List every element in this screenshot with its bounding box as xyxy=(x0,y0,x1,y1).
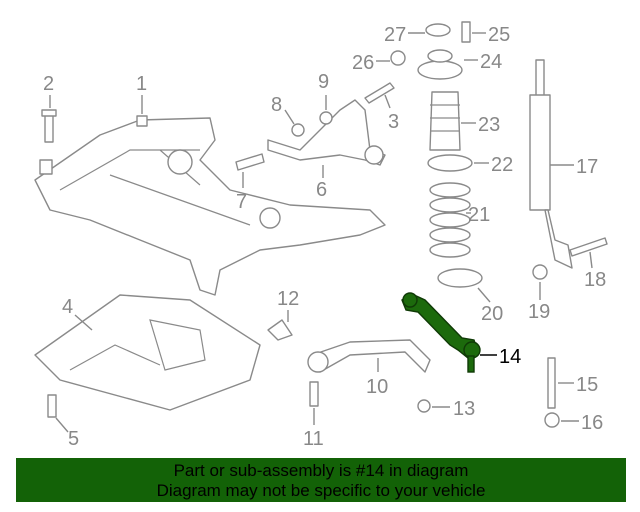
callout-21[interactable]: 21 xyxy=(468,204,490,226)
upper-control-arm-part[interactable] xyxy=(267,99,386,166)
bump-stop-part-23[interactable] xyxy=(429,91,461,151)
callout-18[interactable]: 18 xyxy=(584,269,606,291)
callout-17[interactable]: 17 xyxy=(576,156,598,178)
callout-16[interactable]: 16 xyxy=(581,412,603,434)
bracket-part-12[interactable] xyxy=(267,319,293,341)
callout-15[interactable]: 15 xyxy=(576,374,598,396)
callouts: 1 2 3 4 5 6 7 8 9 10 11 12 13 14 15 16 1… xyxy=(43,24,606,450)
callout-13[interactable]: 13 xyxy=(453,398,475,420)
callout-6[interactable]: 6 xyxy=(316,179,327,201)
callout-11[interactable]: 11 xyxy=(303,428,324,450)
callout-19[interactable]: 19 xyxy=(528,301,550,323)
callout-27[interactable]: 27 xyxy=(384,24,406,46)
bolt-part-3[interactable] xyxy=(364,82,395,104)
callout-8[interactable]: 8 xyxy=(271,94,282,116)
callout-20[interactable]: 20 xyxy=(481,303,503,325)
callout-25[interactable]: 25 xyxy=(488,24,510,46)
mount-part-27[interactable] xyxy=(425,23,451,37)
callout-2[interactable]: 2 xyxy=(43,73,54,95)
spring-seat-part-22[interactable] xyxy=(427,154,473,172)
info-banner: Part or sub-assembly is #14 in diagram D… xyxy=(16,458,626,502)
callout-22[interactable]: 22 xyxy=(491,154,513,176)
nut-part-13[interactable] xyxy=(417,399,431,413)
bolt-part-2[interactable] xyxy=(41,109,57,143)
callout-7[interactable]: 7 xyxy=(236,191,247,213)
top-mount-part-24[interactable] xyxy=(417,49,463,80)
nut-part-19[interactable] xyxy=(532,264,548,280)
subframe-part[interactable] xyxy=(34,115,386,296)
callout-24[interactable]: 24 xyxy=(480,51,502,73)
bolt-part-15[interactable] xyxy=(547,357,556,409)
callout-5[interactable]: 5 xyxy=(68,428,79,450)
callout-14[interactable]: 14 xyxy=(499,346,521,368)
bolt-part-18[interactable] xyxy=(569,237,608,257)
callout-3[interactable]: 3 xyxy=(388,111,399,133)
nut-part-8[interactable] xyxy=(291,123,305,137)
coil-spring-part-21[interactable] xyxy=(429,182,471,258)
callout-12[interactable]: 12 xyxy=(277,288,299,310)
callout-4[interactable]: 4 xyxy=(62,296,73,318)
tension-strut-part-14[interactable] xyxy=(401,292,481,373)
banner-line-2: Diagram may not be specific to your vehi… xyxy=(156,481,486,500)
shock-absorber-part-17[interactable] xyxy=(529,59,573,269)
callout-9[interactable]: 9 xyxy=(318,71,329,93)
lower-control-arm-part[interactable] xyxy=(307,339,431,373)
nut-part-26[interactable] xyxy=(390,50,406,66)
bolt-part-7[interactable] xyxy=(235,153,265,171)
nut-part-16[interactable] xyxy=(544,412,560,428)
callout-26[interactable]: 26 xyxy=(352,52,374,74)
bolt-part-11[interactable] xyxy=(309,381,319,407)
bolt-part-5[interactable] xyxy=(47,394,57,418)
spring-seat-part-20[interactable] xyxy=(437,268,483,288)
banner-line-1: Part or sub-assembly is #14 in diagram xyxy=(173,461,469,480)
nut-part-9[interactable] xyxy=(319,111,333,125)
leader-lines xyxy=(49,32,593,433)
callout-10[interactable]: 10 xyxy=(366,376,388,398)
callout-23[interactable]: 23 xyxy=(478,114,500,136)
callout-1[interactable]: 1 xyxy=(136,73,147,95)
bolt-part-25[interactable] xyxy=(461,21,471,43)
skid-plate-part[interactable] xyxy=(34,294,261,411)
